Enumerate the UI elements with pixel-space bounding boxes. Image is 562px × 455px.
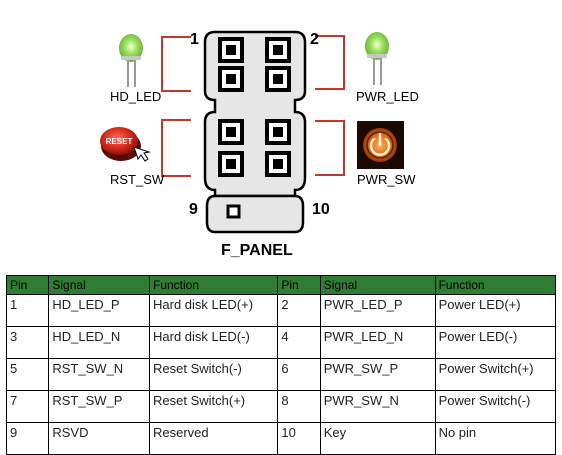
- table-cell: Reset Switch(-): [148, 358, 279, 391]
- hd-led-label: HD_LED: [110, 89, 162, 104]
- pin-assignment-table: Pin Signal Function Pin Signal Function …: [5, 275, 557, 455]
- pin-6: [265, 119, 291, 145]
- hd-led-bracket: [161, 36, 191, 92]
- table-cell: HD_LED_N: [48, 326, 150, 359]
- table-cell: Key: [319, 422, 436, 455]
- pin-number-2: 2: [310, 31, 319, 48]
- pin-9: [226, 204, 241, 219]
- table-cell: 8: [277, 390, 321, 423]
- table-cell: 10: [277, 422, 321, 455]
- table-cell: 7: [5, 390, 50, 423]
- table-row: 3 HD_LED_N Hard disk LED(-) 4 PWR_LED_N …: [5, 326, 557, 359]
- table-cell: Reserved: [148, 422, 279, 455]
- table-cell: PWR_SW_N: [319, 390, 436, 423]
- power-switch-icon: [357, 121, 404, 169]
- table-cell: PWR_LED_P: [319, 294, 436, 327]
- header-function: Function: [434, 275, 557, 295]
- table-cell: 3: [5, 326, 50, 359]
- table-cell: 6: [277, 358, 321, 391]
- pin-3: [218, 66, 244, 92]
- header-pin: Pin: [5, 275, 50, 295]
- table-header-row: Pin Signal Function Pin Signal Function: [5, 275, 557, 295]
- table-row: 5 RST_SW_N Reset Switch(-) 6 PWR_SW_P Po…: [5, 358, 557, 391]
- diagram-graphics: RESET: [100, 30, 404, 234]
- rst-sw-label: RST_SW: [110, 172, 165, 187]
- table-cell: Hard disk LED(-): [148, 326, 279, 359]
- table-cell: 5: [5, 358, 50, 391]
- table-cell: 9: [5, 422, 50, 455]
- pwr-sw-label: PWR_SW: [357, 172, 416, 187]
- table-row: 7 RST_SW_P Reset Switch(+) 8 PWR_SW_N Po…: [5, 390, 557, 423]
- pwr-led-bracket: [315, 35, 345, 90]
- table-cell: RST_SW_N: [48, 358, 150, 391]
- table-cell: Power LED(-): [434, 326, 557, 359]
- rst-sw-bracket: [161, 119, 191, 177]
- pin-2: [265, 37, 291, 63]
- table-row: 1 HD_LED_P Hard disk LED(+) 2 PWR_LED_P …: [5, 294, 557, 327]
- table-cell: RST_SW_P: [48, 390, 150, 423]
- pin-number-10: 10: [312, 201, 330, 218]
- table-cell: Power LED(+): [434, 294, 557, 327]
- table-cell: 4: [277, 326, 321, 359]
- reset-button-text: RESET: [106, 137, 133, 146]
- table-cell: RSVD: [48, 422, 150, 455]
- table-cell: No pin: [434, 422, 557, 455]
- table-cell: HD_LED_P: [48, 294, 150, 327]
- table-cell: 1: [5, 294, 50, 327]
- front-panel-header-diagram: RESET: [100, 30, 419, 259]
- table-row: 9 RSVD Reserved 10 Key No pin: [5, 422, 557, 455]
- table-cell: PWR_LED_N: [319, 326, 436, 359]
- pin-1: [218, 37, 244, 63]
- connection-brackets: [161, 35, 345, 177]
- header-function: Function: [148, 275, 279, 295]
- pin-7: [218, 151, 244, 177]
- table-cell: Hard disk LED(+): [148, 294, 279, 327]
- pwr-sw-bracket: [315, 120, 345, 176]
- pin-4: [265, 66, 291, 92]
- header-signal: Signal: [48, 275, 150, 295]
- hd-led-icon: [119, 34, 143, 87]
- pin-8: [265, 151, 291, 177]
- table-cell: Power Switch(+): [434, 358, 557, 391]
- pin-number-1: 1: [190, 31, 199, 48]
- reset-button-icon: RESET: [100, 127, 151, 162]
- table-cell: 2: [277, 294, 321, 327]
- diagram-title: F_PANEL: [221, 242, 293, 259]
- pwr-led-icon: [365, 32, 389, 85]
- pwr-led-label: PWR_LED: [356, 89, 419, 104]
- header-pins: [218, 37, 291, 219]
- header-pin: Pin: [277, 275, 321, 295]
- pin-5: [218, 119, 244, 145]
- pin-number-9: 9: [189, 201, 198, 218]
- table-cell: Power Switch(-): [434, 390, 557, 423]
- header-signal: Signal: [319, 275, 436, 295]
- table-cell: Reset Switch(+): [148, 390, 279, 423]
- table-cell: PWR_SW_P: [319, 358, 436, 391]
